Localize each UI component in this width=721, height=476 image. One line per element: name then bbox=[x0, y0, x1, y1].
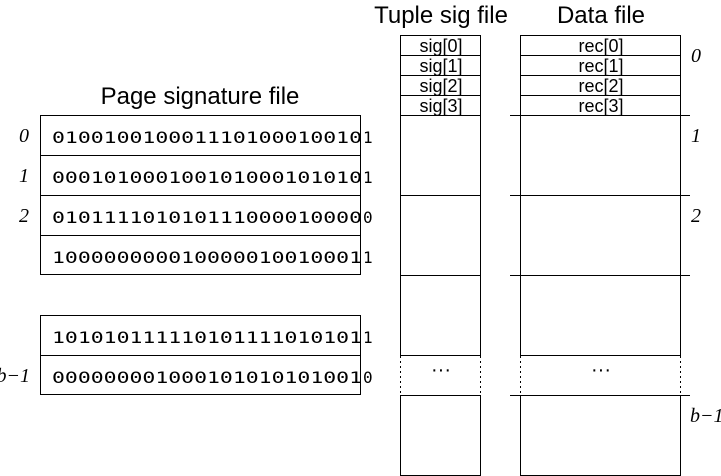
page-index-label: 2 bbox=[19, 205, 29, 227]
page-sig-overflow-bit: 0 bbox=[363, 368, 373, 387]
data-file-entry: rec[1] bbox=[578, 56, 623, 76]
page-index-label: 0 bbox=[19, 125, 29, 147]
tuple-sig-entry: sig[1] bbox=[419, 56, 462, 76]
page-sig-row: 010010010001110100010010 bbox=[52, 128, 362, 147]
data-file-entry: rec[3] bbox=[578, 96, 623, 116]
page-sig-row: 101010111110101111010101 bbox=[52, 328, 362, 347]
data-file-entry: rec[0] bbox=[578, 36, 623, 56]
data-file-ellipsis: ··· bbox=[591, 359, 611, 381]
tuple-sig-entry: sig[3] bbox=[419, 96, 462, 116]
page-sig-overflow-bit: 1 bbox=[363, 168, 373, 187]
tuple-sig-last-block bbox=[400, 395, 481, 476]
data-file-title: Data file bbox=[557, 2, 645, 29]
data-file-last-block bbox=[520, 395, 681, 476]
page-sig-title: Page signature file bbox=[101, 83, 300, 110]
data-block-label: 2 bbox=[691, 205, 701, 227]
tuple-sig-title: Tuple sig file bbox=[374, 2, 508, 29]
page-sig-row: 000000001000101010101001 bbox=[52, 368, 362, 387]
page-sig-overflow-bit: 1 bbox=[363, 328, 373, 347]
page-sig-row: 100000000010000010010001 bbox=[52, 248, 362, 267]
data-file-entry: rec[2] bbox=[578, 76, 623, 96]
page-sig-row: 000101000100101000101010 bbox=[52, 168, 362, 187]
page-sig-overflow-bit: 1 bbox=[363, 248, 373, 267]
tuple-sig-ellipsis: ··· bbox=[431, 359, 451, 381]
tuple-sig-entry: sig[0] bbox=[419, 36, 462, 56]
page-sig-row: 010111101010111000010000 bbox=[52, 208, 362, 227]
page-index-label: 1 bbox=[19, 165, 29, 187]
page-index-label: b−1 bbox=[0, 365, 30, 387]
data-block-label: 0 bbox=[691, 45, 701, 67]
page-sig-overflow-bit: 0 bbox=[363, 208, 373, 227]
tuple-sig-entry: sig[2] bbox=[419, 76, 462, 96]
data-block-label: b−1 bbox=[690, 405, 721, 427]
page-sig-overflow-bit: 1 bbox=[363, 128, 373, 147]
data-block-label: 1 bbox=[691, 125, 701, 147]
